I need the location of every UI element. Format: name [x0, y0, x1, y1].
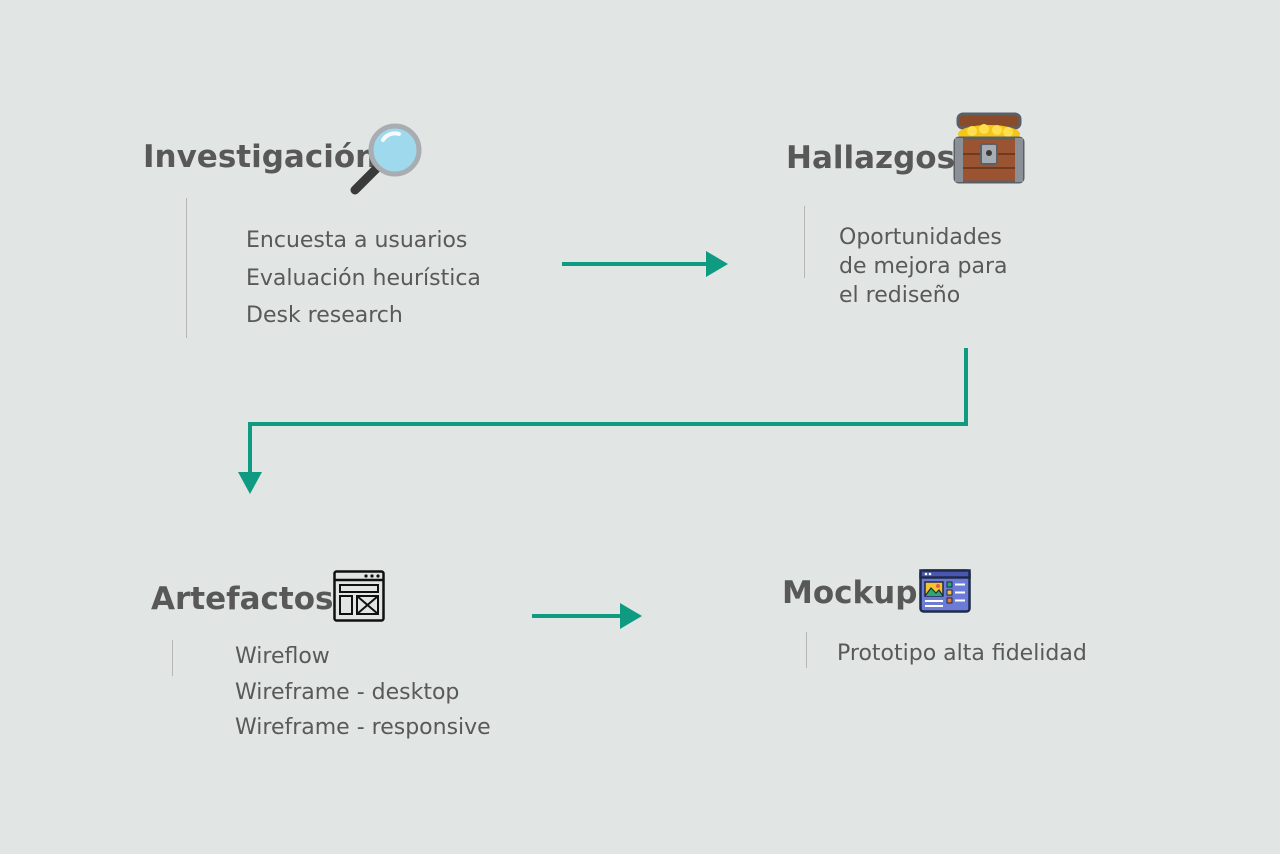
- artefactos-title: Artefactos: [151, 581, 334, 617]
- investigacion-item-1: Encuesta a usuarios: [246, 228, 468, 253]
- mockup-item-1: Prototipo alta fidelidad: [837, 641, 1087, 666]
- hallazgos-item-3: el rediseño: [839, 283, 961, 308]
- arrow-investigacion-to-hallazgos: [562, 251, 728, 277]
- treasure-chest-icon: [953, 112, 1025, 184]
- investigacion-item-3: Desk research: [246, 303, 403, 328]
- hallazgos-title: Hallazgos: [786, 140, 956, 176]
- arrow-artefactos-to-mockup: [532, 603, 642, 629]
- artefactos-item-2: Wireframe - desktop: [235, 680, 460, 705]
- artefactos-item-3: Wireframe - responsive: [235, 715, 491, 740]
- wireframe-icon: [333, 570, 385, 622]
- magnifying-glass-icon: [350, 123, 422, 195]
- artefactos-divider: [172, 640, 173, 676]
- hallazgos-item-2: de mejora para: [839, 254, 1008, 279]
- hallazgos-item-1: Oportunidades: [839, 225, 1002, 250]
- mockup-title: Mockup: [782, 575, 918, 611]
- mockup-divider: [806, 632, 807, 668]
- artefactos-item-1: Wireflow: [235, 644, 330, 669]
- investigacion-divider: [186, 198, 187, 338]
- arrow-hallazgos-to-artefactos: [238, 348, 968, 494]
- investigacion-item-2: Evaluación heurística: [246, 266, 481, 291]
- investigacion-title: Investigación: [143, 139, 378, 175]
- mockup-icon: [919, 569, 971, 613]
- hallazgos-divider: [804, 206, 805, 278]
